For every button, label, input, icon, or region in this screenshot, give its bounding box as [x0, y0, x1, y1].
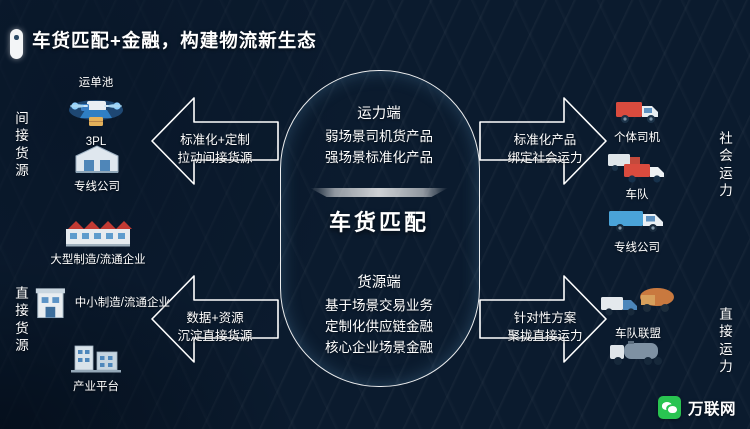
node-right-4[interactable] — [592, 335, 684, 371]
arrow-left-top-label-line1: 标准化+定制 — [180, 133, 250, 147]
node-left-2[interactable]: 专线公司 — [52, 142, 142, 194]
drone-delivery-icon — [70, 104, 122, 126]
arrow-right-top-label-line2: 绑定社会运力 — [507, 151, 583, 166]
center-top-block: 运力端 弱场景司机货产品 强场景标准化产品 — [280, 103, 478, 169]
center-bottom-block: 货源端 基于场景交易业务 定制化供应链金融 核心企业场景金融 — [280, 272, 478, 359]
line-haul-truck-icon — [609, 211, 663, 232]
tanker-truck-icon — [610, 341, 662, 365]
node-right-1[interactable]: 车队 — [592, 150, 682, 202]
node-right-3-caption: 车队联盟 — [615, 328, 661, 340]
node-left-1-caption: 3PL — [85, 136, 107, 148]
arrow-right-bottom — [478, 270, 608, 373]
node-left-4[interactable]: 中小制造/流通企业 — [30, 282, 170, 322]
node-right-1-caption: 车队 — [625, 189, 649, 201]
center-top-heading: 运力端 — [357, 106, 401, 122]
center-bottom-line-2: 定制化供应链金融 — [325, 319, 433, 335]
node-left-0-caption: 运单池 — [78, 77, 114, 89]
arrow-left-top-label: 标准化+定制 拉动间接货源 — [160, 131, 270, 167]
arrow-right-top-label: 标准化产品 绑定社会运力 — [490, 131, 600, 167]
node-right-2[interactable]: 专线公司 — [588, 205, 686, 255]
truck-fleet-icon — [608, 154, 664, 183]
brand-footer: 万联网 — [657, 396, 736, 419]
warehouse-icon — [75, 145, 119, 173]
arrow-right-bottom-label-line2: 聚拢直接运力 — [507, 329, 583, 344]
center-bottom-heading: 货源端 — [357, 275, 401, 291]
node-right-0[interactable]: 个体司机 — [592, 95, 682, 145]
title-marker-icon — [10, 29, 23, 59]
side-label-right-top: 社会运力 — [719, 131, 733, 198]
node-right-0-caption: 个体司机 — [614, 132, 660, 144]
node-left-1[interactable]: 3PL — [56, 96, 136, 148]
arrow-left-bottom-label-line1: 数据+资源 — [186, 311, 244, 325]
center-bottom-line-1: 基于场景交易业务 — [325, 298, 433, 314]
side-label-left-top: 间接货源 — [15, 111, 29, 178]
center-capsule-outline — [280, 70, 480, 387]
node-left-3-caption: 大型制造/流通企业 — [50, 254, 146, 266]
side-label-left-bottom: 直接货源 — [15, 286, 29, 353]
truck-alliance-icon — [601, 288, 674, 316]
single-truck-icon — [616, 102, 658, 123]
node-left-3[interactable]: 大型制造/流通企业 — [36, 213, 160, 267]
page-title: 车货匹配+金融，构建物流新生态 — [32, 30, 317, 51]
center-bottom-line-3: 核心企业场景金融 — [325, 340, 433, 356]
node-right-2-caption: 专线公司 — [614, 242, 660, 254]
center-top-line-1: 弱场景司机货产品 — [325, 129, 433, 145]
node-left-5-caption: 产业平台 — [73, 381, 119, 393]
factory-icon — [66, 221, 132, 247]
arrow-left-top-label-line2: 拉动间接货源 — [177, 151, 253, 166]
center-core-label: 车货匹配 — [328, 210, 429, 235]
side-label-right-bottom: 直接运力 — [719, 307, 733, 374]
arrow-right-top — [478, 92, 608, 195]
arrow-left-top — [150, 92, 280, 195]
platform-icon — [71, 345, 121, 373]
node-left-4-caption: 中小制造/流通企业 — [74, 297, 170, 309]
arrow-left-bottom-label: 数据+资源 沉淀直接货源 — [160, 309, 270, 345]
wechat-icon — [657, 396, 681, 419]
node-left-2-caption: 专线公司 — [74, 181, 120, 193]
center-top-line-2: 强场景标准化产品 — [325, 150, 433, 166]
arrow-right-top-label-line1: 标准化产品 — [513, 133, 577, 147]
node-right-3[interactable]: 车队联盟 — [586, 283, 690, 341]
arrow-right-bottom-label-line1: 针对性方案 — [513, 311, 577, 325]
arrow-right-bottom-label: 针对性方案 聚拢直接运力 — [490, 309, 600, 345]
node-left-5[interactable]: 产业平台 — [46, 340, 146, 394]
center-divider-arrow — [310, 188, 448, 197]
small-factory-icon — [35, 288, 65, 319]
arrow-left-bottom-label-line2: 沉淀直接货源 — [177, 329, 253, 344]
brand-name: 万联网 — [687, 400, 736, 418]
title-bar: 车货匹配+金融，构建物流新生态 — [0, 10, 750, 59]
